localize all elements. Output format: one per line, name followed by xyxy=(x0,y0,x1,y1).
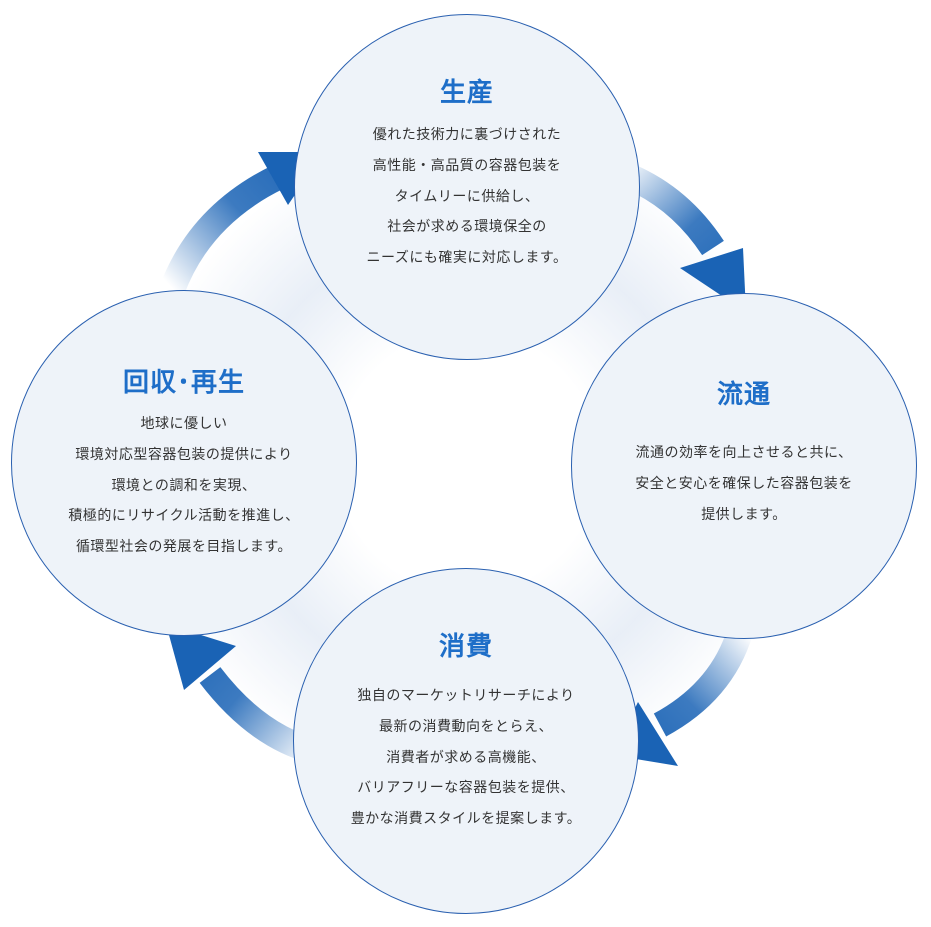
node-distribution-body: 流通の効率を向上させると共に、 安全と安心を確保した容器包装を 提供します。 xyxy=(635,445,853,523)
node-production: 生産 優れた技術力に裏づけされた 高性能・高品質の容器包装を タイムリーに供給し… xyxy=(294,14,640,360)
node-consumption: 消費 独自のマーケットリサーチにより 最新の消費動向をとらえ、 消費者が求める高… xyxy=(293,568,639,914)
node-distribution: 流通 流通の効率を向上させると共に、 安全と安心を確保した容器包装を 提供します… xyxy=(571,293,917,639)
node-consumption-body: 独自のマーケットリサーチにより 最新の消費動向をとらえ、 消費者が求める高機能、… xyxy=(350,688,582,828)
node-recycling: 回収･再生 地球に優しい 環境対応型容器包装の提供により 環境との調和を実現、 … xyxy=(11,290,357,636)
node-recycling-title: 回収･再生 xyxy=(122,368,245,398)
node-distribution-title: 流通 xyxy=(716,380,771,410)
node-production-body: 優れた技術力に裏づけされた 高性能・高品質の容器包装を タイムリーに供給し、 社… xyxy=(366,127,568,267)
node-recycling-body: 地球に優しい 環境対応型容器包装の提供により 環境との調和を実現、 積極的にリサ… xyxy=(68,416,300,556)
node-consumption-title: 消費 xyxy=(438,632,493,662)
node-production-title: 生産 xyxy=(439,78,494,108)
